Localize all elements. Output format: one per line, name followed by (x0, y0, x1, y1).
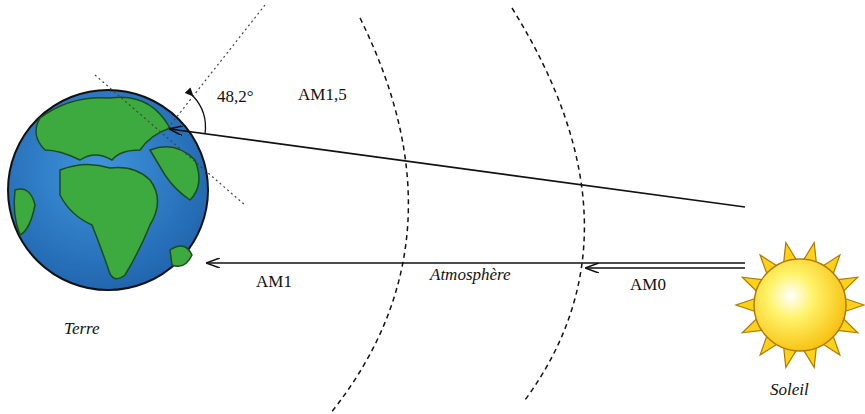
region-label: Atmosphère (428, 266, 513, 285)
ray-am0 (586, 267, 745, 269)
angle-value: 48,2° (215, 88, 256, 107)
atmosphere-inner (330, 18, 408, 414)
body-label: Soleil (768, 381, 811, 400)
sun-figure (736, 243, 864, 368)
normal-line (168, 5, 265, 128)
earth-figure (8, 90, 208, 290)
angle-arc (193, 96, 206, 134)
ray-label: AM1 (254, 273, 294, 292)
ray-am1 (207, 262, 745, 264)
atmosphere-outer (512, 8, 584, 400)
ray-label: AM0 (628, 276, 668, 295)
ray-am15 (170, 129, 745, 207)
ray-label: AM1,5 (296, 86, 349, 105)
body-label: Terre (62, 320, 102, 339)
